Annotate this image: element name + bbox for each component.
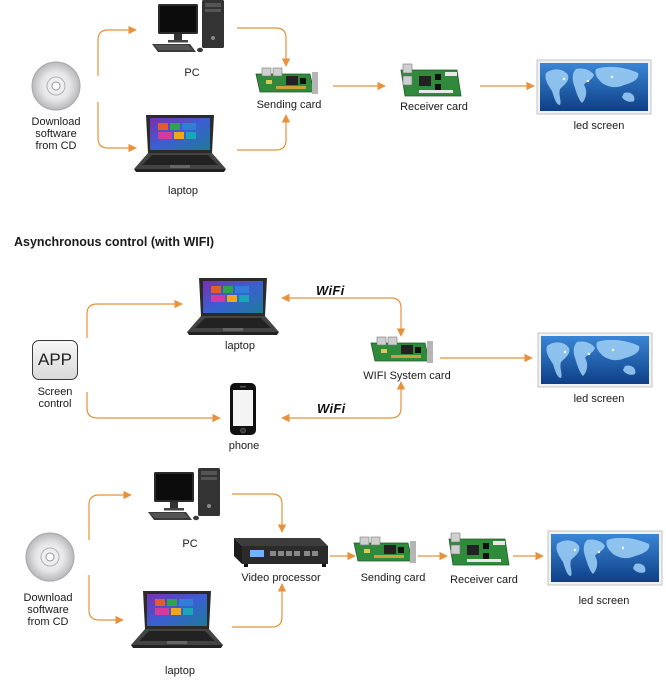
phone-icon	[229, 382, 257, 436]
cd-label: Download software from CD	[32, 116, 81, 152]
arrow-cd-to-pc	[88, 490, 132, 540]
sending-card-icon	[353, 536, 417, 564]
receiver-card-label: Receiver card	[400, 101, 468, 113]
section-3	[25, 468, 663, 648]
arrow-laptop-wifi-card	[281, 293, 406, 337]
video-processor-label: Video processor	[241, 572, 321, 584]
app-icon: APP	[32, 340, 78, 380]
led-screen-label: led screen	[573, 120, 625, 132]
wifi-label: WiFi	[317, 401, 346, 416]
cd-label-line: from CD	[27, 616, 69, 628]
section-1	[31, 0, 652, 172]
receiver-card-icon	[448, 532, 510, 566]
arrow-app-to-phone	[86, 392, 221, 423]
wifi-label: WiFi	[316, 283, 345, 298]
led-screen-label: led screen	[578, 595, 630, 607]
laptop-icon	[187, 278, 279, 335]
led-screen-icon	[537, 332, 653, 388]
arrow-cd-to-laptop	[97, 102, 137, 153]
receiver-card-icon	[400, 63, 462, 97]
section-2	[86, 278, 653, 436]
cd-label-line: Download	[31, 116, 81, 128]
pc-label: PC	[184, 67, 200, 79]
cd-label-line: from CD	[35, 140, 77, 152]
cd-label-line: software	[27, 604, 69, 616]
wifi-card-label: WIFI System card	[363, 370, 451, 382]
cd-icon	[31, 61, 81, 111]
arrow-cd-to-laptop	[88, 575, 124, 625]
laptop-icon	[134, 115, 226, 172]
arrow-phone-wifi-card	[281, 381, 406, 423]
led-screen-icon	[536, 59, 652, 115]
receiver-card-label: Receiver card	[450, 574, 518, 586]
wifi-card-icon	[370, 336, 434, 364]
laptop-label: laptop	[165, 665, 195, 677]
arrow-laptop-to-card	[237, 114, 291, 151]
sending-card-label: Sending card	[360, 572, 426, 584]
cd-label-line: Download	[23, 592, 73, 604]
cd-label: Download software from CD	[24, 592, 73, 628]
laptop-label: laptop	[168, 185, 198, 197]
cd-label-line: software	[35, 128, 77, 140]
desktop-pc-icon	[152, 0, 224, 53]
cd-icon	[25, 532, 75, 582]
laptop-icon	[131, 591, 223, 648]
arrow-cd-to-pc	[97, 25, 137, 76]
arrow-app-to-laptop	[86, 299, 183, 338]
arrow-pc-to-processor	[232, 493, 287, 533]
section-title: Asynchronous control (with WIFI)	[14, 235, 214, 249]
led-screen-label: led screen	[573, 393, 625, 405]
screen-control-label: Screen control	[38, 386, 73, 410]
arrow-laptop-to-processor	[232, 583, 287, 628]
screen-control-line: control	[38, 398, 72, 410]
video-processor-icon	[234, 538, 328, 567]
led-screen-icon	[547, 530, 663, 586]
pc-label: PC	[182, 538, 198, 550]
phone-label: phone	[228, 440, 260, 452]
laptop-label: laptop	[225, 340, 255, 352]
desktop-pc-icon	[148, 468, 220, 521]
screen-control-line: Screen	[37, 386, 73, 398]
sending-card-icon	[255, 67, 319, 95]
arrow-pc-to-card	[237, 27, 291, 67]
sending-card-label: Sending card	[256, 99, 322, 111]
